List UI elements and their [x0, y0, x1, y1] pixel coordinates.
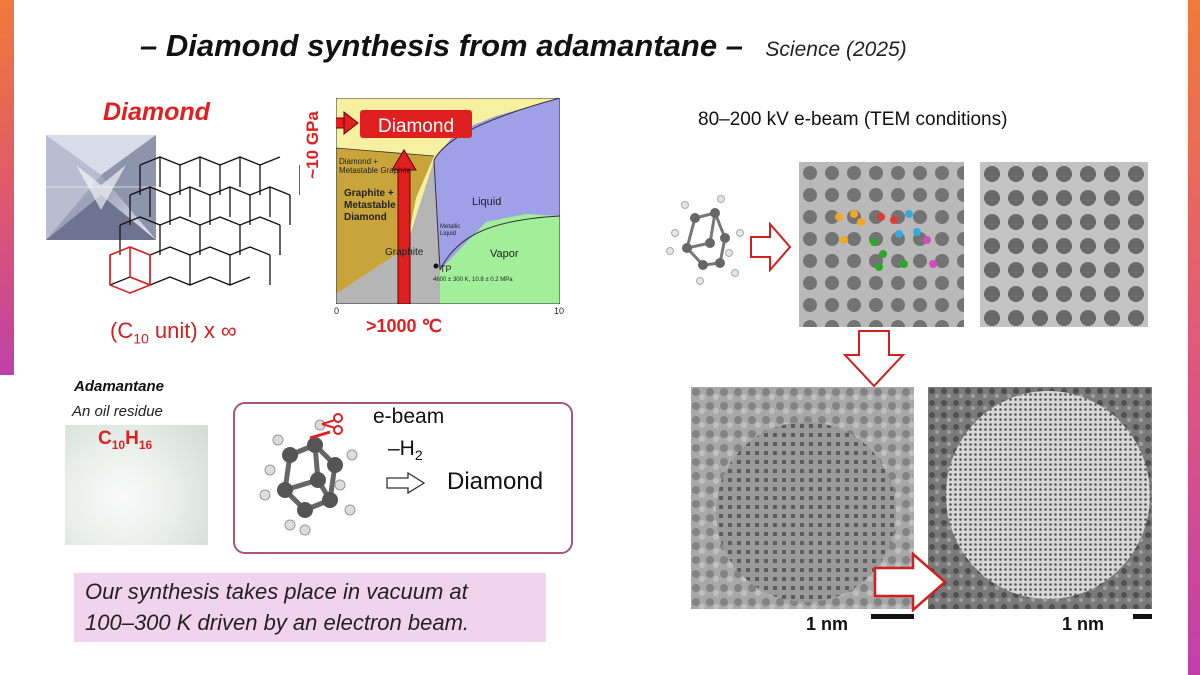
diamond-target-label: Diamond — [377, 116, 455, 137]
scissors-icon — [321, 413, 343, 435]
formula-c-sub: 10 — [111, 437, 126, 452]
phase-diagram — [336, 98, 560, 304]
diamond-lattice — [109, 156, 300, 294]
pressure-label: ~10 GPa — [298, 95, 328, 195]
formula-h: H — [125, 428, 139, 449]
c10-sub: 10 — [133, 330, 149, 347]
h2-text: –H — [388, 437, 415, 460]
region-label-metallic-liquid: Metallic Liquid — [440, 224, 461, 237]
hollow-arrow-right-icon — [750, 222, 792, 272]
slide-title: – Diamond synthesis from adamantane – Sc… — [140, 28, 907, 64]
atom-overlay — [835, 210, 937, 271]
scale-bar-1 — [871, 614, 914, 619]
ebeam-label: e-beam — [373, 405, 445, 428]
right-edge-accent — [1188, 0, 1200, 675]
diamond-target-box — [360, 110, 472, 138]
tem-condition-label: 80–200 kV e-beam (TEM conditions) — [698, 109, 1008, 130]
title-source: Science (2025) — [765, 38, 907, 61]
note-line-2: 100–300 K driven by an electron beam. — [85, 610, 470, 635]
diamond-photo — [46, 135, 156, 240]
adamantane-subtitle: An oil residue — [72, 403, 163, 420]
c10-prefix: (C — [110, 318, 134, 343]
c10-unit-label: (C10 unit) x ∞ — [110, 318, 237, 346]
hollow-arrow-right-icon — [386, 472, 426, 494]
note-box: Our synthesis takes place in vacuum at 1… — [74, 573, 546, 642]
scale-label-2: 1 nm — [1062, 614, 1105, 634]
region-label-vapor: Vapor — [490, 248, 519, 260]
adamantane-crystal-photo — [65, 425, 208, 545]
h2-label: –H2 — [388, 437, 423, 463]
pressure-text: ~10 GPa — [303, 111, 322, 179]
diamond-heading: Diamond — [103, 98, 210, 126]
h2-sub: 2 — [414, 447, 423, 464]
scale-label-1: 1 nm — [806, 614, 849, 634]
hollow-arrow-right-icon — [873, 552, 947, 612]
c10-suffix: unit) x ∞ — [148, 318, 237, 343]
adamantane-title: Adamantane — [74, 378, 165, 395]
temperature-label: >1000 ℃ — [366, 316, 442, 336]
region-label-graphite: Graphite — [385, 247, 424, 258]
pressure-arrow — [336, 117, 345, 129]
triple-point-marker — [433, 263, 439, 269]
region-label-liquid: Liquid — [472, 196, 502, 208]
formula-h-sub: 16 — [138, 437, 153, 452]
hollow-arrow-down-icon — [843, 330, 905, 388]
left-edge-accent — [0, 0, 14, 375]
scale-bar-2 — [1133, 614, 1152, 619]
region-graphite — [336, 160, 440, 304]
adamantane-formula: C10H16 — [98, 428, 152, 452]
triple-point-label: TP — [440, 264, 452, 274]
tem-image-1 — [799, 162, 964, 327]
tem-image-2 — [980, 162, 1148, 327]
adamantane-molecule-3d — [259, 419, 358, 536]
note-line-1: Our synthesis takes place in vacuum at — [85, 579, 468, 604]
region-liquid — [434, 98, 560, 270]
region-vapor — [440, 214, 560, 304]
x-tick-10: 10 — [554, 306, 565, 316]
tem-image-4 — [928, 387, 1152, 609]
adamantane-molecule-small — [666, 195, 744, 285]
reaction-product-label: Diamond — [447, 468, 544, 495]
region-label-graphite-metastable: Graphite + Metastable Diamond — [344, 188, 396, 223]
region-label-diamond-metastable: Diamond + Metastable Graphite — [339, 157, 412, 175]
triple-point-value: 4600 ± 300 K, 10.8 ± 0.2 MPa — [433, 277, 513, 283]
title-main: – Diamond synthesis from adamantane – — [140, 28, 743, 63]
formula-c: C — [98, 428, 112, 449]
x-tick-0: 0 — [334, 306, 340, 316]
